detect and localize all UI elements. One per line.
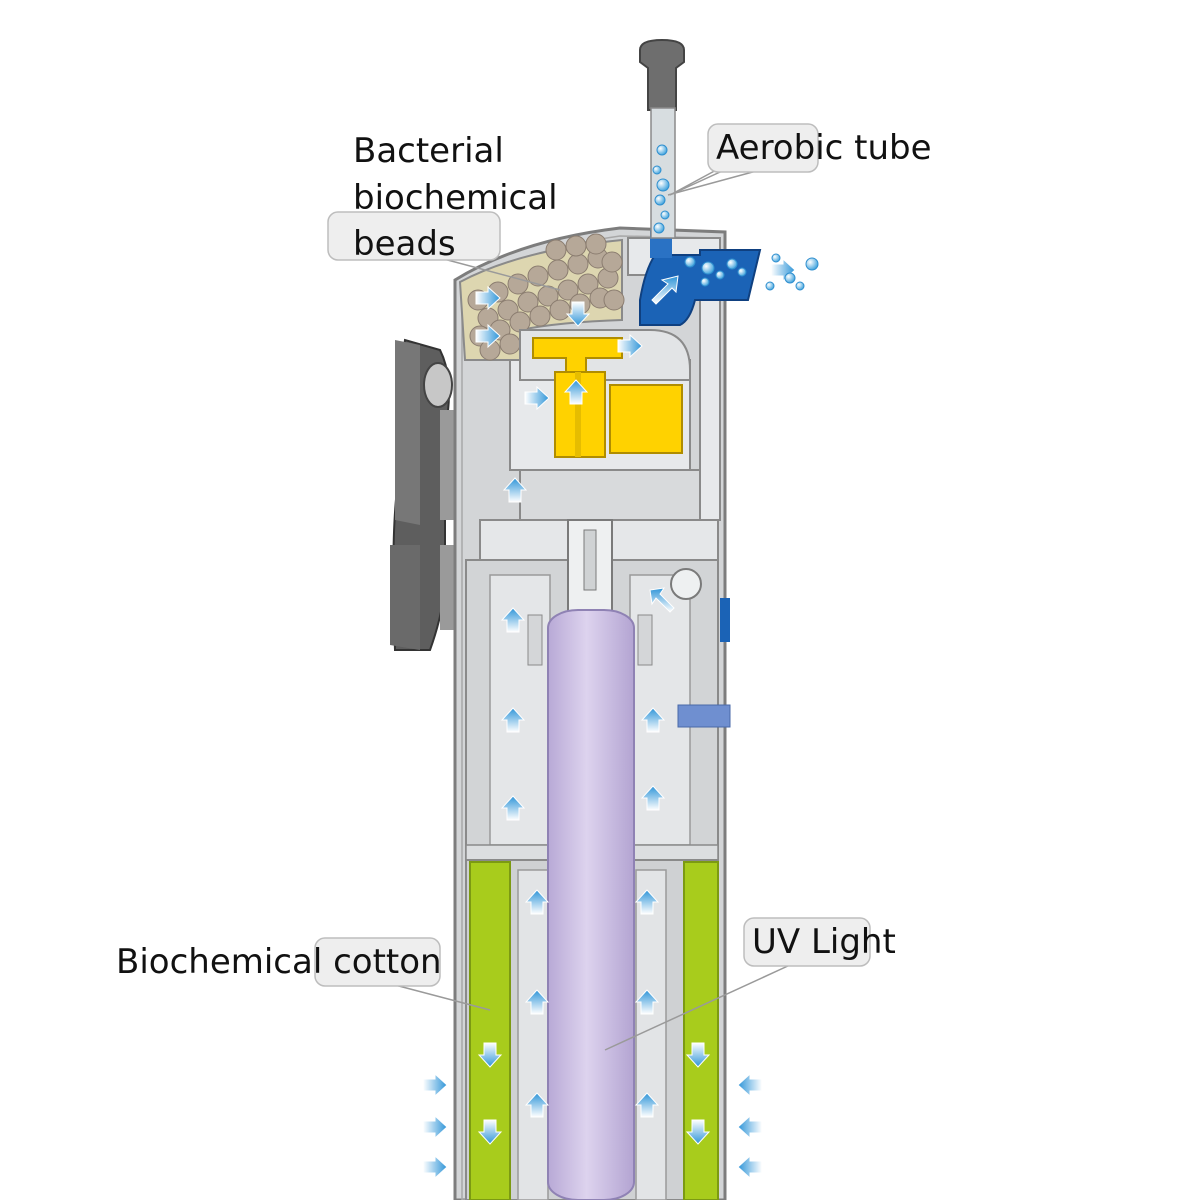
beads-label-line1: Bacterial [353, 131, 504, 171]
callout-beads: Bacterial biochemical beads [327, 131, 561, 291]
bubble-icon [656, 144, 668, 156]
arrow-up-icon [640, 785, 666, 811]
arrow-right-icon [422, 1072, 448, 1098]
arrow-left-icon [737, 1114, 763, 1140]
bubble-icon [784, 272, 796, 284]
arrow-up-icon [640, 707, 666, 733]
bubble-icon [656, 178, 670, 192]
bead [577, 273, 599, 295]
bead [601, 251, 623, 273]
arrow-up-icon [634, 889, 660, 915]
arrow-up-icon [634, 989, 660, 1015]
bead [527, 265, 549, 287]
arrow-up-icon [563, 379, 589, 405]
arrow-up-icon [634, 1092, 660, 1118]
bead [507, 273, 529, 295]
arrow-right-icon [524, 385, 550, 411]
bubble-icon [652, 165, 662, 175]
arrow-left-icon [737, 1154, 763, 1180]
aerobic-tube [639, 38, 685, 239]
bubble-icon [684, 256, 696, 268]
uv-lamp [527, 609, 653, 1200]
bubble-icon [701, 261, 715, 275]
bubble-icon [715, 270, 725, 280]
bead [537, 285, 559, 307]
air-bubbles [652, 144, 819, 291]
bubble-icon [660, 210, 670, 220]
bead [565, 235, 587, 257]
arrow-up-icon [500, 607, 526, 633]
arrow-down-icon [685, 1119, 711, 1145]
flow-arrows [422, 257, 796, 1180]
bubble-icon [795, 281, 805, 291]
arrow-up-icon [524, 1092, 550, 1118]
uv-light-label: UV Light [752, 922, 896, 962]
arrow-down-icon [477, 1042, 503, 1068]
bead [585, 233, 607, 255]
arrow-diagonal-icon [651, 275, 679, 305]
bubble-icon [737, 267, 747, 277]
arrow-right-icon [475, 285, 501, 311]
arrow-down-icon [565, 301, 591, 327]
bubble-icon [765, 281, 775, 291]
bead [567, 253, 589, 275]
arrow-left-icon [737, 1072, 763, 1098]
bead [499, 333, 521, 355]
arrow-right-icon [475, 323, 501, 349]
arrow-up-icon [500, 707, 526, 733]
bubble-icon [653, 222, 665, 234]
arrow-up-icon [500, 795, 526, 821]
bead [549, 299, 571, 321]
bead [517, 291, 539, 313]
bubble-icon [654, 194, 666, 206]
callout-aerobic-tube: Aerobic tube [667, 123, 932, 196]
bead [547, 259, 569, 281]
bubble-icon [726, 258, 738, 270]
arrow-down-icon [477, 1119, 503, 1145]
arrow-right-icon [617, 333, 643, 359]
beads-label-line3: beads [353, 224, 456, 264]
cotton-label: Biochemical cotton [116, 942, 442, 982]
beads-label-line2: biochemical [353, 178, 558, 218]
bead [603, 289, 625, 311]
suction-cup-mount [390, 338, 460, 651]
arrow-diagonal-icon [649, 587, 675, 613]
aerobic-tube-label: Aerobic tube [716, 128, 932, 168]
arrow-right-icon [422, 1114, 448, 1140]
bubble-icon [805, 257, 819, 271]
bubble-icon [771, 253, 781, 263]
arrow-up-icon [524, 989, 550, 1015]
arrow-right-icon [422, 1154, 448, 1180]
bubble-icon [700, 277, 710, 287]
callout-uv-light: UV Light [604, 917, 896, 1051]
arrow-up-icon [524, 889, 550, 915]
bead [529, 305, 551, 327]
arrow-up-icon [502, 477, 528, 503]
arrow-down-icon [685, 1042, 711, 1068]
bead [545, 239, 567, 261]
callout-cotton: Biochemical cotton [116, 937, 491, 1011]
